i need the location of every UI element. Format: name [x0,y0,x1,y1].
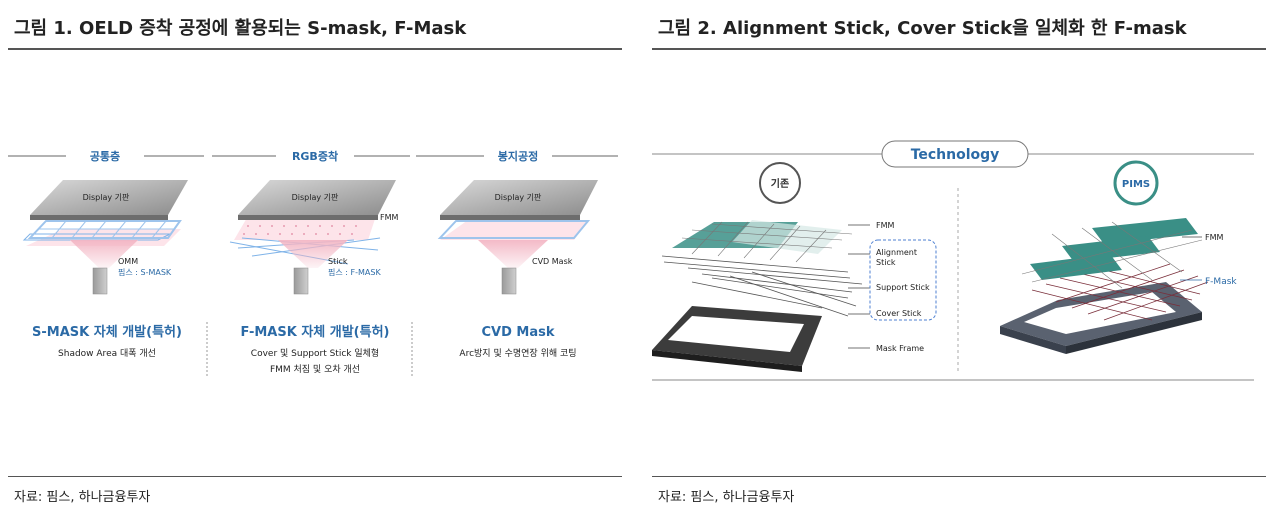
pims-badge-label: PIMS [1122,179,1150,190]
figure-2-top-rule [652,48,1266,50]
pims-leaders [1180,236,1202,281]
substrate-edge [30,215,168,220]
display-substrate [440,180,598,215]
column-header: 공통층 [90,149,120,163]
figure-1-title: 그림 1. OELD 증착 공정에 활용되는 S-mask, F-Mask [14,18,467,39]
mask-frame [27,220,182,239]
figure-2-title: 그림 2. Alignment Stick, Cover Stick을 일체화 … [658,18,1187,39]
figure-1-panel: 그림 1. OELD 증착 공정에 활용되는 S-mask, F-Mask 공통… [8,0,622,510]
deposition-cone [478,240,548,268]
figure-1-diagram: 공통층 Display 기판 OMM 핌스 : S-MASK S-MASK 자체… [8,149,618,378]
pims-mask-frame [1000,282,1202,354]
column-heading: CVD Mask [481,325,554,340]
side-label-1: CVD Mask [532,257,573,266]
label-alignment: Alignment [876,248,917,257]
legacy-badge-label: 기존 [771,177,789,190]
label-support-stick: Support Stick [876,283,930,292]
display-substrate [238,180,396,215]
figure-1-source: 자료: 핌스, 하나금융투자 [14,490,151,505]
column-desc-1: Arc방지 및 수명연장 위해 코팅 [459,347,576,359]
column-desc-1: Cover 및 Support Stick 일체형 [251,347,379,359]
substrate-label: Display 기판 [495,193,542,202]
pims-fmm-layer [1021,218,1203,289]
figure-2-panel: 그림 2. Alignment Stick, Cover Stick을 일체화 … [652,0,1266,510]
column-heading: S-MASK 자체 개발(특허) [32,324,182,340]
figure-1-bottom-rule [8,476,622,477]
label-fmm: FMM [876,221,895,230]
figure-2-diagram: Technology 기존 PIMS [652,140,1254,381]
fmm-layer [672,220,853,263]
label-stick: Stick [876,258,896,267]
banner-label: Technology [911,147,1000,163]
column-desc-2: FMM 처짐 및 오차 개선 [270,363,360,375]
pims-integrated-stack: FMM F-Mask [1000,218,1237,354]
technology-banner [881,140,1029,168]
deposition-source [501,267,517,295]
evaporation-source [293,267,309,295]
column-rgb-deposition: RGB증착 Display 기판 FMM Stick 핌스 : F-MASK F… [212,149,410,375]
column-header: RGB증착 [292,149,338,163]
mask-frame [437,220,591,239]
f-mask-grid [1031,263,1209,321]
display-substrate [30,180,188,215]
fmm-label: FMM [380,213,399,222]
mask-grid-outline [22,233,171,241]
evaporation-cone [70,240,138,268]
figure-2-bottom-rule [652,476,1266,477]
figure-1-top-rule [8,48,622,50]
figure-2-source: 자료: 핌스, 하나금융투자 [658,490,795,505]
side-label-1: OMM [118,257,138,266]
column-heading: F-MASK 자체 개발(특허) [240,324,389,340]
column-desc-1: Shadow Area 대폭 개선 [58,348,156,359]
pims-badge [1113,160,1159,206]
substrate-edge [238,215,378,220]
side-label-2: 핌스 : S-MASK [118,267,172,277]
label-cover-stick: Cover Stick [876,309,922,318]
evaporation-cone [278,240,348,268]
column-header: 봉지공정 [498,149,538,163]
substrate-label: Display 기판 [292,193,339,202]
evaporation-source [92,267,108,295]
pixel-dots [243,225,357,235]
column-common-layer: 공통층 Display 기판 OMM 핌스 : S-MASK S-MASK 자체… [8,149,204,359]
legacy-exploded-stack: FMM Alignment Stick Support Stick Cover … [652,220,937,372]
alignment-sticks [661,255,863,317]
column-encapsulation: 봉지공정 Display 기판 CVD Mask CVD Mask Arc방지 … [416,149,618,359]
pims-label-fmm: FMM [1205,233,1224,242]
side-label-1: Stick [328,257,348,266]
substrate-edge [440,215,580,220]
pims-label-f-mask: F-Mask [1205,277,1237,287]
side-label-2: 핌스 : F-MASK [328,267,381,277]
alignment-cover-group-box [869,239,937,321]
legacy-badge [759,162,801,204]
label-mask-frame: Mask Frame [876,344,924,353]
legacy-leaders [848,224,870,349]
mask-grid [39,220,174,239]
pink-glow [440,220,588,240]
mask-frame [652,306,822,372]
substrate-label: Display 기판 [83,193,130,202]
